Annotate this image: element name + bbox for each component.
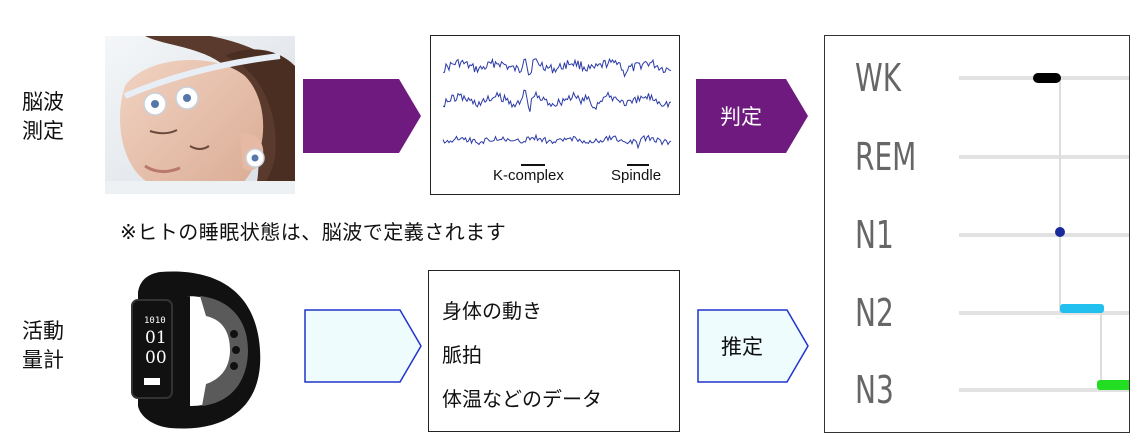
eeg-waveform-panel: K-complex Spindle — [430, 35, 680, 195]
feature-body-movement: 身体の動き — [442, 299, 542, 323]
device-display-hours: 01 — [145, 328, 167, 348]
eeg-waveforms — [442, 57, 672, 166]
spindle-label: Spindle — [611, 167, 662, 184]
activity-tracker-device: 1010 01 00 — [130, 266, 266, 434]
hypnogram-panel: WK REM N1 N2 N3 — [824, 35, 1130, 433]
hypnogram-chart — [959, 73, 1129, 392]
device-display-top: 1010 — [144, 316, 166, 326]
activity-data-panel: 身体の動き 脈拍 体温などのデータ — [428, 270, 680, 432]
eeg-sleeping-person-photo — [105, 36, 295, 194]
eeg-trace-1 — [442, 57, 672, 78]
wristband-icon — [131, 271, 261, 429]
eeg-label-line1: 脳波 — [22, 90, 64, 114]
stage-label-rem: REM — [855, 135, 917, 179]
eeg-trace-3 — [442, 133, 672, 150]
activity-label-line2: 量計 — [22, 348, 64, 372]
eeg-to-waveform-arrow — [303, 79, 421, 153]
eeg-measurement-label: 脳波 測定 — [22, 88, 72, 146]
stage-label-n1: N1 — [855, 213, 894, 257]
kcomplex-label: K-complex — [493, 167, 564, 184]
eeg-trace-2 — [442, 89, 672, 112]
stage-label-wk: WK — [855, 56, 902, 100]
device-display-minutes: 00 — [145, 348, 167, 368]
sleep-definition-note: ※ヒトの睡眠状態は、脳波で定義されます — [120, 220, 507, 244]
stage-label-n3: N3 — [855, 368, 894, 412]
device-to-data-arrow — [304, 309, 422, 383]
estimation-arrow-label: 推定 — [721, 335, 763, 359]
judgment-arrow: 判定 — [696, 79, 808, 153]
segment-wk — [1033, 73, 1061, 83]
estimation-arrow: 推定 — [697, 309, 809, 383]
segment-n3 — [1097, 380, 1129, 390]
stage-label-n2: N2 — [855, 291, 894, 335]
feature-pulse: 脈拍 — [442, 343, 482, 367]
eeg-label-line2: 測定 — [22, 119, 64, 143]
judgment-arrow-label: 判定 — [720, 105, 762, 129]
segment-n2 — [1060, 304, 1104, 313]
activity-tracker-label: 活動 量計 — [22, 317, 72, 375]
segment-n1 — [1055, 227, 1065, 237]
feature-body-temperature: 体温などのデータ — [442, 387, 602, 411]
activity-label-line1: 活動 — [22, 319, 64, 343]
